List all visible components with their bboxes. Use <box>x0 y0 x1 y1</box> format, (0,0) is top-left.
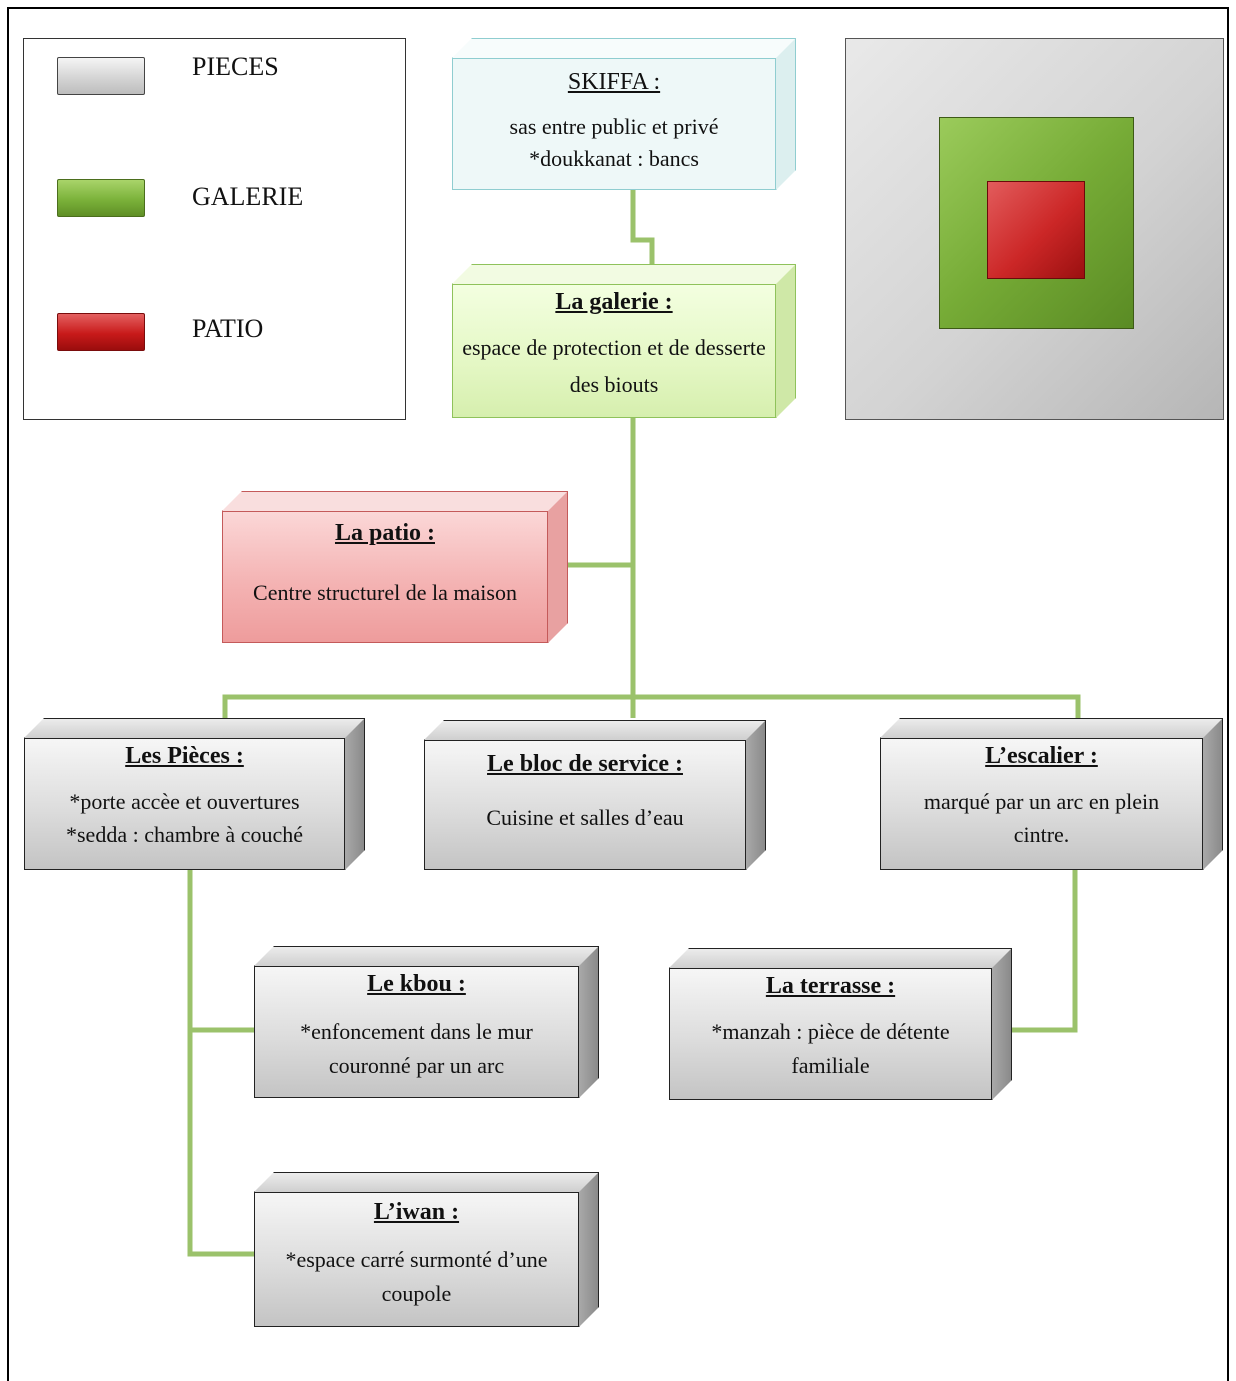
service-title: Le bloc de service : <box>487 751 683 777</box>
node-patio: La patio : Centre structurel de la maiso… <box>222 491 568 643</box>
legend: PIECES GALERIE PATIO <box>23 38 406 420</box>
node-kbou: Le kbou : *enfoncement dans le mur couro… <box>254 946 599 1098</box>
legend-label-patio: PATIO <box>192 314 264 343</box>
node-iwan: L’iwan : *espace carré surmonté d’une co… <box>254 1172 599 1327</box>
legend-label-pieces: PIECES <box>192 52 279 81</box>
terrasse-title: La terrasse : <box>765 973 896 999</box>
escalier-title: L’escalier : <box>985 743 1098 769</box>
kbou-title: Le kbou : <box>367 971 466 997</box>
node-terrasse: La terrasse : *manzah : pièce de détente… <box>669 948 1012 1100</box>
skiffa-desc: sas entre public et privé *doukkanat : b… <box>509 114 719 171</box>
node-pieces: Les Pièces : *porte accèe et ouvertures … <box>24 718 365 870</box>
legend-label-galerie: GALERIE <box>192 182 304 211</box>
iwan-title: L’iwan : <box>373 1199 460 1225</box>
preview-galerie-square <box>939 117 1134 329</box>
escalier-desc: marqué par un arc en plein cintre. <box>923 789 1160 847</box>
iwan-desc: *espace carré surmonté d’une coupole <box>285 1247 548 1306</box>
node-skiffa: SKIFFA : sas entre public et privé *douk… <box>452 38 796 190</box>
pieces-desc-line1: *porte accèe et ouvertures <box>69 789 300 814</box>
skiffa-title: SKIFFA : <box>567 69 661 95</box>
pieces-title: Les Pièces : <box>125 743 244 769</box>
pieces-desc-line2: *sedda : chambre à couché <box>66 822 303 847</box>
patio-title: La patio : <box>334 520 435 546</box>
kbou-desc: *enfoncement dans le mur couronné par un… <box>300 1019 533 1078</box>
node-service: Le bloc de service : Cuisine et salles d… <box>424 720 766 870</box>
service-desc: Cuisine et salles d’eau <box>486 805 684 830</box>
node-galerie: La galerie : espace de protection et de … <box>452 264 796 418</box>
galerie-title: La galerie : <box>555 289 673 315</box>
patio-desc: Centre structurel de la maison <box>253 580 517 605</box>
layout-preview <box>845 38 1224 420</box>
legend-swatch-patio <box>57 313 145 351</box>
preview-patio-square <box>987 181 1085 279</box>
node-escalier: L’escalier : marqué par un arc en plein … <box>880 718 1223 870</box>
galerie-desc: espace de protection et de desserte des … <box>462 335 766 397</box>
legend-swatch-pieces <box>57 57 145 95</box>
diagram-frame <box>7 7 1229 1381</box>
legend-swatch-galerie <box>57 179 145 217</box>
terrasse-desc: *manzah : pièce de détente familiale <box>711 1019 950 1078</box>
